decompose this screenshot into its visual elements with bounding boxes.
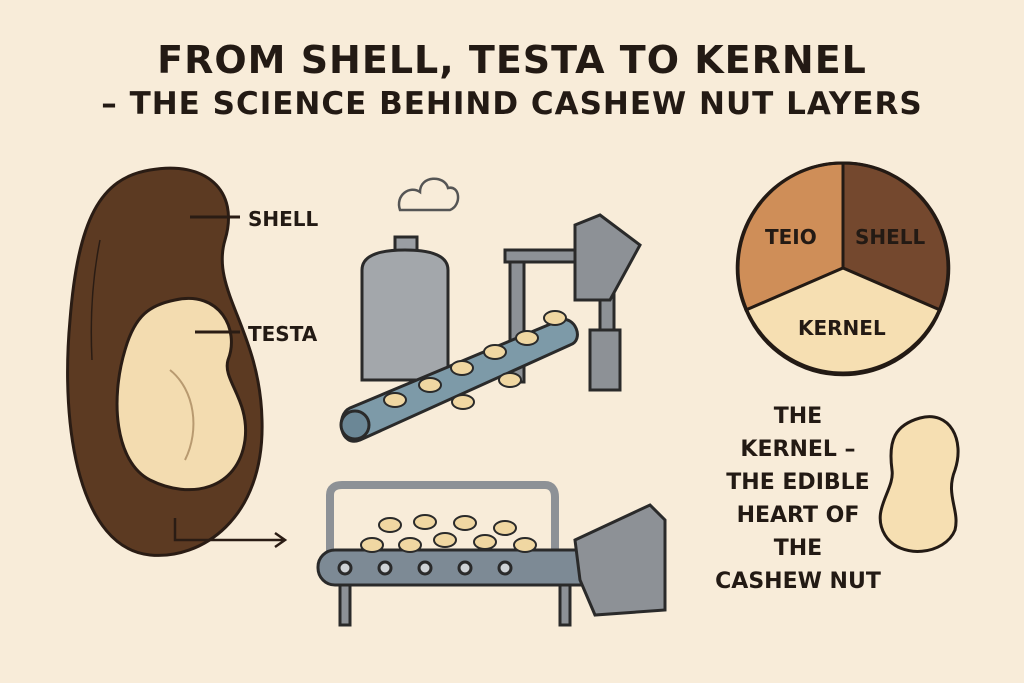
caption-line: THE [773, 404, 823, 429]
title-line-2: – THE SCIENCE BEHIND CASHEW NUT LAYERS [101, 86, 923, 122]
pie-label-shell: SHELL [855, 225, 926, 249]
pie-label-kernel: KERNEL [798, 316, 886, 340]
caption-line: THE [773, 536, 823, 561]
cashews-in-sorter [360, 514, 537, 553]
kernel-inside [115, 297, 248, 492]
layer-pie-chart [735, 161, 951, 377]
label-testa: TESTA [248, 322, 318, 346]
caption-line: THE EDIBLE [726, 470, 870, 495]
kernel-illustration [878, 415, 960, 553]
pie-label-teio: TEIO [765, 225, 817, 249]
kernel-caption: THE KERNEL – THE EDIBLE HEART OF THE CAS… [712, 400, 884, 598]
caption-line: KERNEL – [740, 437, 856, 462]
label-shell: SHELL [248, 207, 319, 231]
steam-processing-machine [339, 177, 642, 443]
cashew-shell-illustration [66, 166, 264, 557]
sorting-conveyor-machine [316, 481, 667, 627]
arrow-icon [173, 518, 288, 549]
caption-line: CASHEW NUT [715, 569, 881, 594]
cashews-on-conveyor [383, 310, 567, 410]
caption-line: HEART OF [736, 503, 860, 528]
title-line-1: FROM SHELL, TESTA TO KERNEL [157, 38, 867, 82]
